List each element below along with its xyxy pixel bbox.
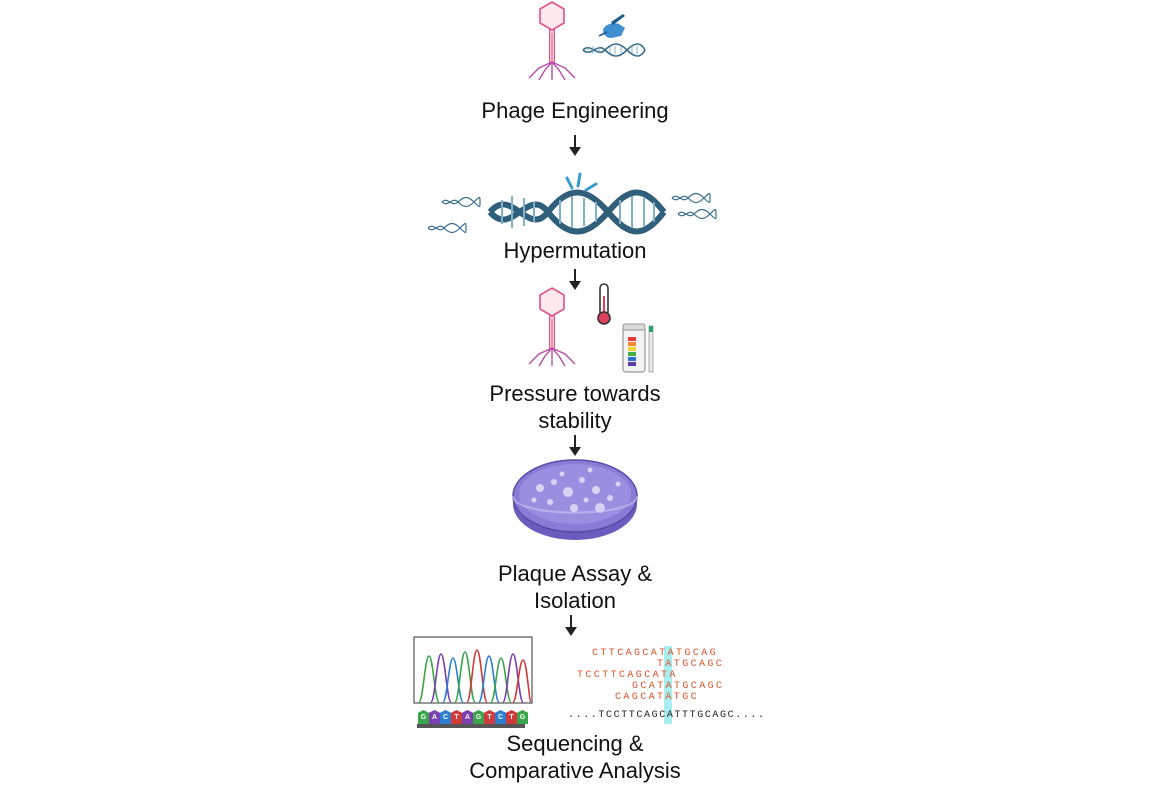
petri-dish-icon [512, 459, 638, 540]
ph-strip-tube-icon [622, 323, 654, 373]
base-call-badge: T [451, 710, 462, 724]
reference-sequence: ....TCCTTCAGCATTTGCAGC.... [568, 710, 766, 721]
step-label-sequencing-comparative-analysis: Sequencing & Comparative Analysis [469, 731, 681, 783]
mutation-spark-icon [565, 172, 598, 192]
phage-icon [528, 287, 576, 367]
arrow-down-icon [569, 269, 581, 290]
base-call-badge: A [462, 710, 473, 724]
read-line: CTTCAGCATATGCAG [592, 648, 719, 659]
dna-helix-small-icon [582, 43, 646, 57]
step-label-plaque-assay-isolation: Plaque Assay & Isolation [497, 561, 653, 613]
dna-helix-small-icon [427, 192, 717, 234]
base-call-badge: G [418, 710, 429, 724]
read-line: TATGCAGC [657, 659, 725, 670]
step-label-pressure-towards-stability: Pressure towards stability [489, 381, 661, 433]
read-line: TCCTTCAGCATA [577, 670, 678, 681]
chromatogram-panel [413, 636, 533, 728]
thermometer-icon [597, 283, 611, 325]
chromatogram-peaks [418, 649, 532, 703]
arrow-down-icon [569, 435, 581, 456]
dna-helix-large-icon [487, 189, 667, 235]
base-call-badge: C [495, 710, 506, 724]
base-call-badge: T [506, 710, 517, 724]
step-label-hypermutation: Hypermutation [503, 238, 647, 263]
phage-engineering-illustration [528, 1, 646, 81]
pressure-illustration [528, 283, 654, 373]
base-call-badge: A [429, 710, 440, 724]
step-label-phage-engineering: Phage Engineering [481, 98, 669, 123]
base-call-badge: C [440, 710, 451, 724]
pen-hand-icon [598, 14, 625, 38]
base-call-badge: G [473, 710, 484, 724]
arrow-down-icon [565, 615, 577, 636]
hypermutation-illustration [427, 172, 717, 235]
base-call-badge: T [484, 710, 495, 724]
base-call-badge: G [517, 710, 528, 724]
read-alignment-panel: CTTCAGCATATGCAG TATGCAGC TCCTTCAGCATA GC… [566, 646, 764, 726]
read-line: GCATATGCAGC [632, 681, 725, 692]
arrow-down-icon [569, 135, 581, 156]
variant-highlight-column [664, 646, 672, 724]
read-line: CAGCATATGC [615, 692, 700, 703]
phage-icon [528, 1, 576, 81]
